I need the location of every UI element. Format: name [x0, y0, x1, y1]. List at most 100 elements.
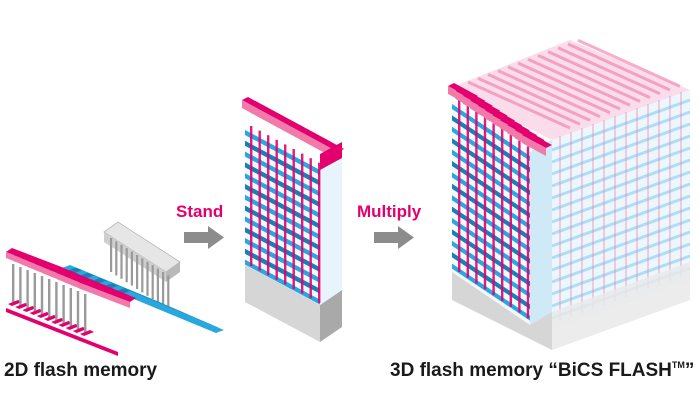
standing-wall-side: [320, 154, 342, 305]
cube-front-slice-side: [530, 140, 552, 325]
cube-base-side: [552, 262, 690, 350]
cube-right-row: [551, 122, 691, 176]
cube-right-row: [551, 134, 691, 188]
planar-front-pillar: [12, 264, 15, 304]
standing-magenta-pillar: [250, 126, 253, 266]
planar-pillar-foot: [51, 318, 66, 324]
caption-2d-flash-memory: 2D flash memory: [4, 360, 158, 381]
cube-right-row: [551, 206, 691, 260]
standing-magenta-pillar: [301, 153, 304, 294]
planar-front-pillar: [40, 276, 44, 316]
cube-top-line: [477, 76, 581, 126]
cube-top-front: [522, 135, 546, 156]
cube-magenta-pillar: [518, 140, 521, 313]
planar-back-pillar: [125, 248, 128, 283]
planar-front-pillar: [55, 282, 58, 322]
cube-magenta-pillar: [458, 100, 461, 272]
planar-front-pillar: [33, 273, 36, 313]
planar-back-pillar: [136, 255, 139, 289]
cube-magenta-pillar: [475, 111, 478, 284]
planar-front-pillar: [19, 267, 22, 307]
planar-back-pillar: [110, 238, 113, 272]
planar-gray-block-front: [104, 232, 166, 282]
standing-grid: [245, 126, 321, 305]
caption-3d-flash-memory: 3D flash memory “BiCS FLASHTM”: [390, 360, 694, 382]
planar-back-pillar: [151, 265, 154, 300]
planar-pillar-foot: [8, 300, 22, 306]
cube-top-line: [487, 73, 591, 122]
planar-back-pillar: [141, 258, 144, 293]
standing-magenta-pillar: [309, 158, 312, 299]
cube-right-row: [551, 242, 691, 296]
planar-pillar-foot: [44, 315, 58, 321]
cube-right-row: [551, 146, 691, 200]
standing-gray-side: [320, 290, 342, 342]
planar-front-pillar: [76, 291, 80, 331]
cube-top-line: [517, 61, 621, 111]
cube-right-row: [551, 230, 691, 284]
cube-right-row: [551, 170, 691, 224]
standing-structure: [242, 97, 344, 342]
planar-pillar-foot: [36, 312, 51, 318]
planar-pillar-foot: [29, 309, 44, 315]
caption-3d-text: 3D flash memory “BiCS FLASH: [390, 360, 672, 381]
cube-top-line: [507, 65, 611, 115]
cube-right-row: [551, 218, 691, 272]
planar-back-pillar: [146, 261, 149, 296]
cube-magenta-pillar: [501, 129, 504, 301]
planar-base-front: [6, 308, 118, 356]
cube-top-tooth: [522, 132, 552, 148]
cube-top-line: [577, 38, 681, 88]
planar-pillars-back: [110, 238, 170, 310]
cube-magenta-pillar: [492, 123, 495, 296]
cube-right-row: [551, 158, 691, 212]
standing-magenta-pillar: [267, 135, 270, 276]
planar-pillar-foot: [22, 306, 37, 312]
planar-pillar-foot: [72, 327, 87, 333]
right-arrow-icon: [374, 226, 414, 249]
cube-top-line: [557, 46, 661, 96]
cube-top-line: [497, 69, 601, 118]
standing-top-comb: [242, 97, 344, 170]
planar-cyan-line: [122, 291, 224, 333]
planar-front-pillar: [62, 285, 65, 325]
planar-pillar-foot: [65, 324, 80, 330]
cube-right-row: [551, 254, 691, 308]
cube-right-row: [551, 98, 691, 152]
cube-magenta-pillar: [526, 146, 530, 319]
standing-magenta-pillar: [258, 130, 261, 271]
cube-front-grid: [452, 100, 530, 325]
planar-back-pillar: [167, 275, 170, 310]
planar-back-pillar: [115, 241, 118, 276]
planar-cyan-lines: [62, 265, 224, 333]
planar-front-pillar: [69, 288, 72, 328]
caption-3d-close-quote: ”: [684, 360, 695, 381]
cube-magenta-pillar: [483, 117, 487, 290]
planar-front-pillar: [26, 270, 29, 310]
planar-front-pillar: [84, 294, 87, 334]
planar-pillar-foot: [15, 303, 30, 309]
planar-back-pillar: [130, 251, 133, 286]
trademark-mark: TM: [671, 360, 685, 370]
planar-gray-block-side: [166, 262, 180, 282]
cube-top-line: [567, 42, 671, 92]
planar-pillar-foot: [80, 330, 94, 336]
standing-top-end: [320, 142, 342, 170]
cube-magenta-pillar: [466, 105, 469, 278]
planar-back-pillar: [162, 272, 165, 306]
cube-top-lines: [467, 38, 681, 130]
planar-back-pillar: [156, 268, 159, 303]
standing-gray-front: [245, 265, 320, 342]
cube-right-row: [551, 110, 691, 164]
cube-front-top-comb: [448, 83, 552, 156]
cube-right-row: [551, 194, 691, 248]
standing-magenta-pillar: [292, 149, 295, 289]
planar-magenta-front: [78, 282, 130, 308]
cube-top-line: [527, 57, 631, 107]
multiplied-3d-structure: [448, 38, 691, 350]
planar-2d-structure: [6, 221, 224, 356]
right-arrow-icon: [184, 226, 224, 249]
planar-pillar-foot: [58, 321, 73, 327]
standing-magenta-pillar: [275, 139, 278, 280]
